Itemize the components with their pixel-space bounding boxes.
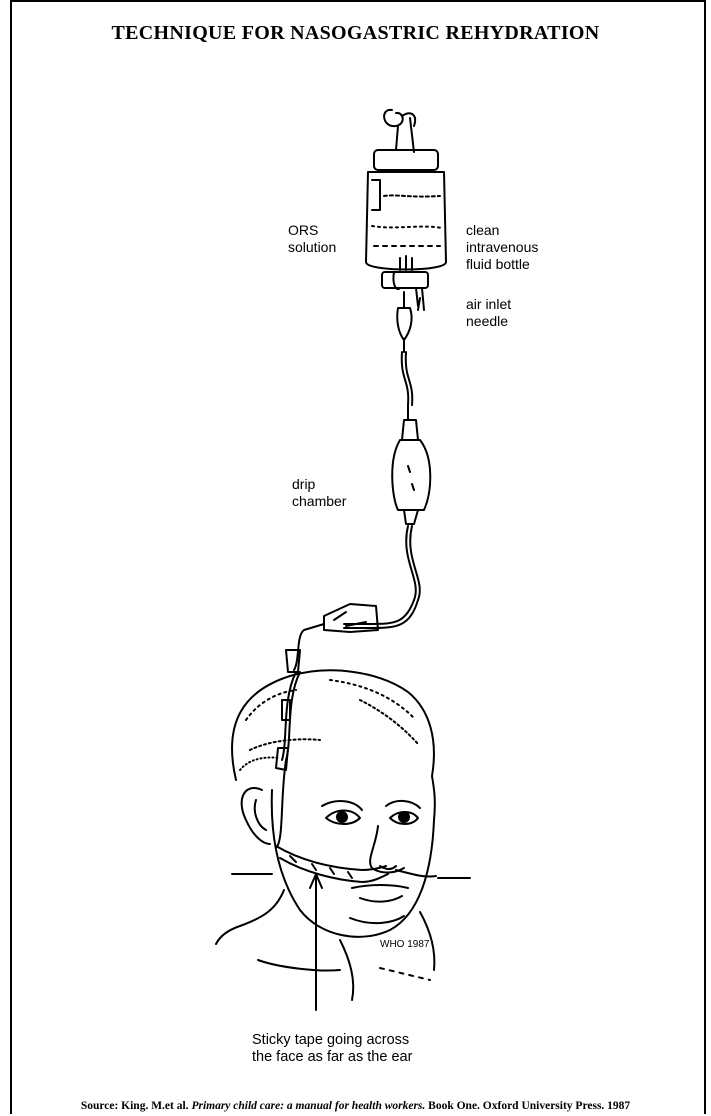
source-prefix: Source: King. M.et al. <box>81 1100 192 1112</box>
label-air-inlet-needle: air inlet needle <box>466 296 511 330</box>
label-ors-solution: ORS solution <box>288 222 336 256</box>
source-book-title: Primary child care: a manual for health … <box>191 1100 425 1112</box>
upper-tubing <box>397 292 418 440</box>
label-sticky-tape: Sticky tape going across the face as far… <box>252 1032 412 1066</box>
iv-bottle <box>366 150 446 310</box>
label-who-credit: WHO 1987 <box>380 936 429 953</box>
label-iv-fluid-bottle: clean intravenous fluid bottle <box>466 222 538 273</box>
label-drip-chamber: drip chamber <box>292 476 346 510</box>
source-citation: Source: King. M.et al. Primary child car… <box>0 1100 711 1112</box>
tape-pointer-arrow <box>310 874 322 1010</box>
drip-chamber <box>392 440 430 524</box>
sticky-tape <box>276 846 436 882</box>
source-suffix: Book One. Oxford University Press. 1987 <box>425 1100 630 1112</box>
bottle-hanger <box>384 110 415 152</box>
